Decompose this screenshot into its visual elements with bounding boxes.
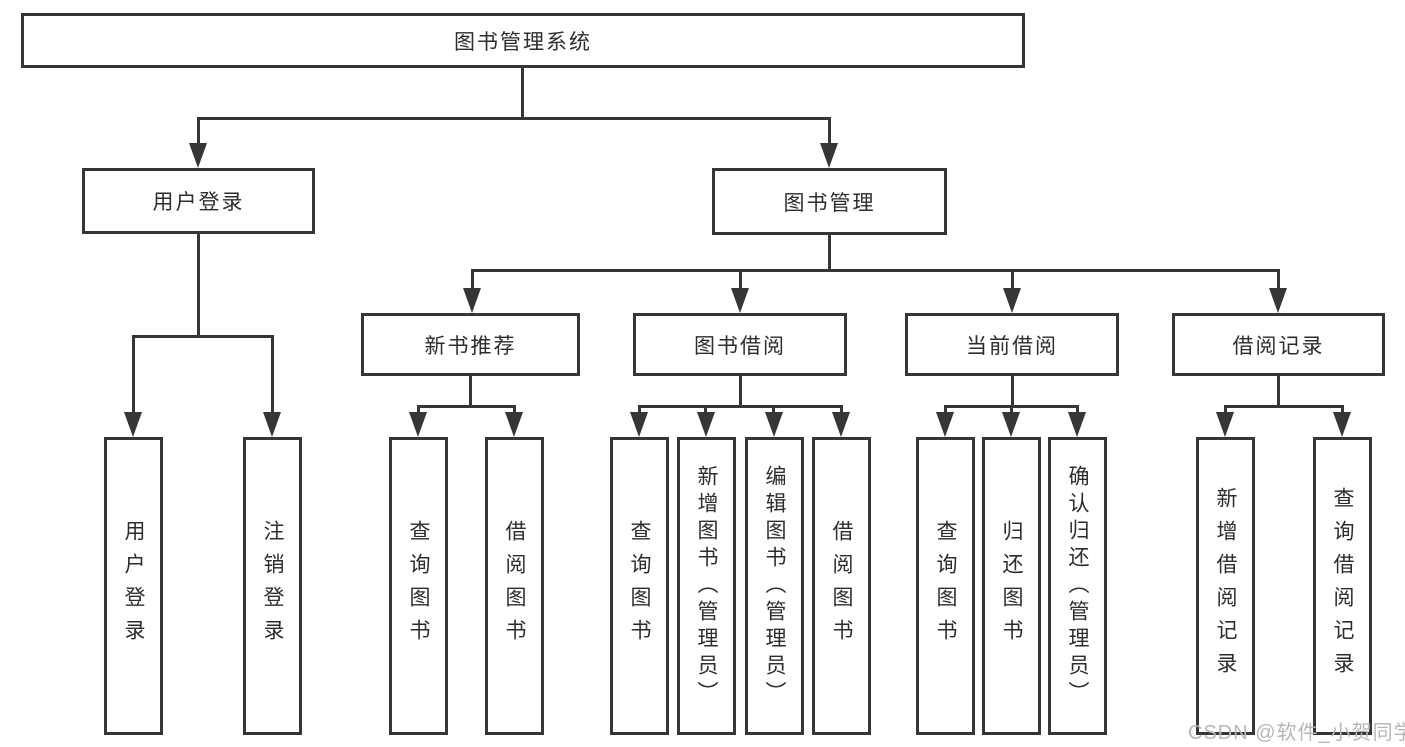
leaf-label: 归还图书	[1000, 520, 1023, 652]
arrow-into-leaf	[1333, 412, 1351, 437]
arrow-into-leaf	[630, 412, 648, 437]
arrow-into-leaf	[1002, 412, 1020, 437]
leaf-borrow-books-recommend: 借阅图书	[485, 437, 544, 735]
connector-root-rail	[197, 117, 831, 120]
connector-drop-leaf	[840, 407, 843, 415]
connector-drop-login-leaf	[132, 337, 135, 414]
connector-drop-book-management	[828, 119, 831, 146]
leaf-label: 确认归还（管理员）	[1066, 464, 1089, 708]
leaf-query-books-current: 查询图书	[916, 437, 975, 735]
csdn-watermark: CSDN @软件_小贺同学	[1188, 722, 1405, 744]
connector-drop-book-borrowing	[739, 271, 742, 289]
node-label: 图书借阅	[694, 334, 786, 358]
arrow-into-leaf	[936, 412, 954, 437]
connector-book-mgmt-stem	[828, 235, 831, 272]
arrow-into-user-login	[189, 143, 207, 168]
leaf-label: 查询借阅记录	[1331, 487, 1354, 685]
arrow-into-logout-leaf	[263, 412, 281, 437]
node-current-borrowing: 当前借阅	[905, 313, 1119, 376]
node-library-system: 图书管理系统	[21, 13, 1025, 68]
leaf-label: 借阅图书	[830, 520, 853, 652]
arrow-into-current-borrowing	[1003, 288, 1021, 313]
node-label: 用户登录	[152, 191, 245, 214]
connector-user-login-stem	[197, 234, 200, 338]
node-label: 图书管理系统	[454, 30, 592, 54]
connector-drop-leaf	[704, 407, 707, 415]
node-user-login: 用户登录	[82, 168, 315, 234]
connector-drop-leaf	[944, 407, 947, 415]
arrow-into-leaf	[505, 412, 523, 437]
node-book-borrowing: 图书借阅	[633, 313, 847, 376]
connector-drop-new-book	[471, 271, 474, 289]
leaf-borrow-book: 借阅图书	[812, 437, 871, 735]
connector-user-login-rail	[132, 335, 274, 338]
connector-book-borrowing-rail	[638, 405, 843, 408]
leaf-label: 注销登录	[261, 520, 284, 652]
connector-root-stem	[521, 68, 524, 119]
node-borrow-records: 借阅记录	[1172, 313, 1385, 376]
node-label: 图书管理	[783, 191, 876, 215]
arrow-into-book-management	[820, 143, 838, 168]
connector-drop-borrow-records	[1277, 271, 1280, 289]
leaf-add-borrow-record: 新增借阅记录	[1196, 437, 1255, 735]
connector-drop-leaf	[772, 407, 775, 415]
node-label: 借阅记录	[1232, 334, 1325, 358]
connector-current-borrowing-stem	[1011, 376, 1014, 407]
arrow-into-login-leaf	[124, 412, 142, 437]
node-label: 当前借阅	[966, 334, 1058, 358]
connector-drop-leaf	[1341, 407, 1344, 415]
leaf-edit-book-admin: 编辑图书（管理员）	[745, 437, 804, 735]
connector-drop-leaf	[1010, 407, 1013, 415]
arrow-into-new-book	[463, 288, 481, 313]
connector-drop-logout-leaf	[271, 337, 274, 414]
leaf-confirm-return-admin: 确认归还（管理员）	[1048, 437, 1107, 735]
arrow-into-book-borrowing	[731, 288, 749, 313]
leaf-label: 新增图书（管理员）	[695, 464, 718, 708]
leaf-return-book: 归还图书	[982, 437, 1041, 735]
connector-drop-leaf	[417, 407, 420, 415]
connector-drop-leaf	[1076, 407, 1079, 415]
leaf-label: 新增借阅记录	[1214, 487, 1237, 685]
leaf-label: 查询图书	[628, 520, 651, 652]
connector-new-book-rail	[417, 405, 516, 408]
connector-drop-leaf	[638, 407, 641, 415]
arrow-into-leaf	[1068, 412, 1086, 437]
connector-new-book-stem	[469, 376, 472, 407]
node-label: 新书推荐	[424, 334, 517, 358]
arrow-into-leaf	[832, 412, 850, 437]
leaf-query-books-recommend: 查询图书	[389, 437, 448, 735]
leaf-query-books-borrowing: 查询图书	[610, 437, 669, 735]
arrow-into-leaf	[765, 412, 783, 437]
leaf-user-login: 用户登录	[104, 437, 163, 735]
connector-current-borrowing-rail	[944, 405, 1079, 408]
connector-book-borrowing-stem	[739, 376, 742, 407]
leaf-query-borrow-record: 查询借阅记录	[1313, 437, 1372, 735]
connector-borrow-records-stem	[1277, 376, 1280, 407]
leaf-label: 用户登录	[122, 520, 145, 652]
connector-drop-current-borrowing	[1011, 271, 1014, 289]
arrow-into-leaf	[1216, 412, 1234, 437]
leaf-add-book-admin: 新增图书（管理员）	[677, 437, 736, 735]
arrow-into-borrow-records	[1269, 288, 1287, 313]
connector-drop-user-login	[197, 119, 200, 146]
leaf-label: 借阅图书	[503, 520, 526, 652]
node-book-management: 图书管理	[712, 168, 947, 235]
node-new-book-recommend: 新书推荐	[361, 313, 580, 376]
leaf-label: 查询图书	[407, 520, 430, 652]
connector-book-mgmt-rail	[471, 269, 1280, 272]
connector-borrow-records-rail	[1224, 405, 1344, 408]
leaf-label: 查询图书	[934, 520, 957, 652]
leaf-logout: 注销登录	[243, 437, 302, 735]
connector-drop-leaf	[1224, 407, 1227, 415]
leaf-label: 编辑图书（管理员）	[763, 464, 786, 708]
arrow-into-leaf	[697, 412, 715, 437]
arrow-into-leaf	[409, 412, 427, 437]
connector-drop-leaf	[513, 407, 516, 415]
